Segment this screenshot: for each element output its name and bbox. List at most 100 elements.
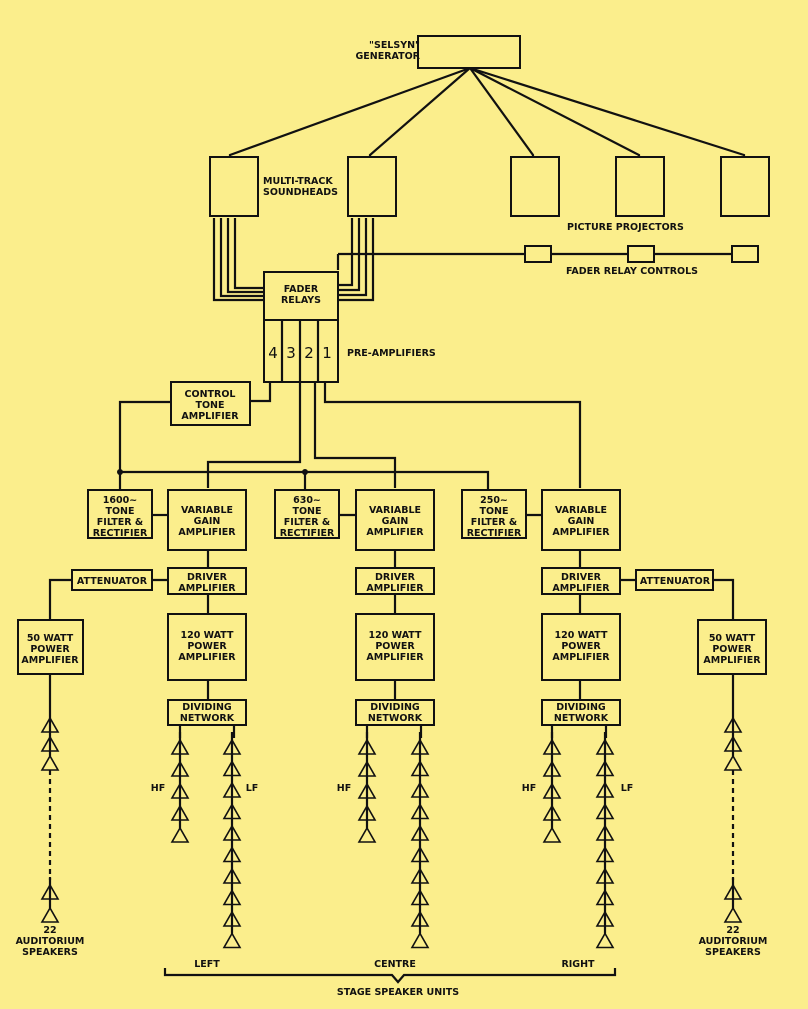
lf-stack-1-speaker-icon: [222, 910, 242, 927]
right-auditorium-label-line-2: AUDITORIUM: [699, 936, 768, 947]
filter-630-label-line-4: RECTIFIER: [280, 528, 335, 539]
soundhead-left-box: [209, 156, 259, 217]
left-driver-label-line-1: DRIVER: [187, 572, 228, 583]
fader-relays-label-line-2: RELAYS: [281, 295, 321, 306]
hf-stack-1-speaker-icon: [170, 826, 190, 843]
right-driver-label-line-2: AMPLIFIER: [552, 583, 610, 594]
hf-stack-2-speaker-icon: [357, 826, 377, 843]
left-driver-amplifier-box: [167, 567, 247, 595]
right-variable-gain-amplifier-box: [541, 489, 621, 551]
left-auditorium-lower-speaker-icon: [40, 883, 60, 900]
left-driver-label-line-2: AMPLIFIER: [178, 583, 236, 594]
left-50w-amplifier-box: [17, 619, 84, 675]
right-track-1: [338, 218, 354, 287]
right-driver-label-line-1: DRIVER: [561, 572, 602, 583]
centre-power-label-line-1: 120 WATT: [369, 630, 423, 641]
fader-relay-control-2: [627, 245, 655, 263]
blocks: [17, 35, 770, 726]
right-hf-label: HF: [522, 783, 536, 794]
filter-1600-label-line-2: TONE: [106, 506, 135, 517]
left-50w-label-line-1: 50 WATT: [27, 633, 74, 644]
centre-driver-amplifier-box: [355, 567, 435, 595]
hf-stack-2-speaker-icon: [357, 760, 377, 777]
filter-630-label-line-1: 630~: [293, 495, 321, 506]
fader-relay-controls-label: FADER RELAY CONTROLS: [566, 266, 698, 277]
right-dividing-label-line-1: DIVIDING: [556, 702, 606, 713]
right-power-amplifier-box: [541, 613, 621, 681]
left-vga-label-line-1: VARIABLE: [181, 505, 233, 516]
right-auditorium-label-line-1: 22: [726, 925, 739, 936]
pre-amplifiers-label: PRE-AMPLIFIERS: [347, 348, 436, 359]
lf-stack-2-speaker-icon: [410, 845, 430, 863]
control-tone-label-line-3: AMPLIFIER: [181, 411, 239, 422]
lf-stack-2-speaker-icon: [410, 888, 430, 906]
soundheads-label-line-2: SOUNDHEADS: [263, 187, 338, 198]
hf-stack-2-speaker-icon: [357, 804, 377, 821]
lf-stack-2-speaker-icon: [410, 910, 430, 927]
lf-stack-1-speaker-icon: [222, 845, 242, 863]
position-left-label: LEFT: [194, 959, 220, 970]
filter-250-label-line-1: 250~: [480, 495, 508, 506]
lf-stack-1-speaker-icon: [222, 802, 242, 820]
soundhead-right-box: [347, 156, 397, 217]
lf-stack-2-speaker-icon: [410, 824, 430, 841]
lf-stack-2-speaker-icon: [410, 931, 430, 949]
centre-vga-label-line-2: GAIN: [382, 516, 409, 527]
left-power-label-line-1: 120 WATT: [181, 630, 235, 641]
hf-stack-1-speaker-icon: [170, 760, 190, 777]
lf-stack-1-speaker-icon: [222, 781, 242, 798]
filter-1600-label-line-4: RECTIFIER: [93, 528, 148, 539]
left-attenuator-label: ATTENUATOR: [77, 576, 148, 587]
left-auditorium-label-line-3: SPEAKERS: [22, 947, 78, 958]
right-lf-label: LF: [621, 783, 634, 794]
right-50w-label-line-3: AMPLIFIER: [703, 655, 761, 666]
left-atten-to-50w: [48, 578, 72, 620]
left-power-label-line-2: POWER: [187, 641, 227, 652]
hf-stack-3-speaker-icon: [542, 804, 562, 821]
right-auditorium-speaker-icon: [723, 735, 743, 752]
selsyn-link-1: [228, 66, 471, 157]
left-track-4: [233, 218, 264, 290]
lf-stack-1-speaker-icon: [222, 931, 242, 949]
lf-stack-3-speaker-icon: [595, 931, 615, 949]
left-auditorium-speaker-icon: [40, 735, 60, 752]
centre-driver-label-line-1: DRIVER: [375, 572, 416, 583]
speaker-stacks: [40, 716, 743, 949]
lf-stack-1-speaker-icon: [222, 759, 242, 777]
left-dividing-label-line-2: NETWORK: [180, 713, 235, 724]
left-attenuator-box: [71, 569, 153, 591]
right-auditorium-speaker-icon: [723, 754, 743, 771]
left-auditorium-speaker-icon: [40, 716, 60, 733]
tone-filter-1600-box: [87, 489, 153, 539]
lf-stack-2-speaker-icon: [410, 867, 430, 884]
right-track-2: [338, 218, 361, 292]
position-right-label: RIGHT: [561, 959, 595, 970]
filter-1600-label-line-3: FILTER &: [97, 517, 143, 528]
channel-number-2: 2: [304, 344, 314, 362]
position-centre-label: CENTRE: [374, 959, 416, 970]
lf-stack-3-speaker-icon: [595, 738, 615, 755]
left-lf-label: LF: [246, 783, 259, 794]
left-50w-label-line-3: AMPLIFIER: [21, 655, 79, 666]
right-driver-amplifier-box: [541, 567, 621, 595]
lf-stack-3-speaker-icon: [595, 910, 615, 927]
lf-stack-3-speaker-icon: [595, 824, 615, 841]
lf-stack-2-speaker-icon: [410, 759, 430, 777]
right-vga-label-line-1: VARIABLE: [555, 505, 607, 516]
channel-number-4: 4: [268, 344, 278, 362]
right-power-label-line-1: 120 WATT: [555, 630, 609, 641]
lf-stack-2-speaker-icon: [410, 802, 430, 820]
projector-box-1: [510, 156, 560, 217]
lf-stack-3-speaker-icon: [595, 781, 615, 798]
centre-vga-label-line-3: AMPLIFIER: [366, 527, 424, 538]
lf-stack-1-speaker-icon: [222, 888, 242, 906]
control-tone-label-line-1: CONTROL: [185, 389, 236, 400]
lf-stack-1-speaker-icon: [222, 867, 242, 884]
soundheads-label-line-1: MULTI-TRACK: [263, 176, 333, 187]
selsyn-label-line-1: "SELSYN": [369, 40, 420, 51]
fader-relay-control-1: [524, 245, 552, 263]
projector-box-2: [615, 156, 665, 217]
preamp-to-control-tone: [250, 382, 272, 403]
centre-driver-label-line-2: AMPLIFIER: [366, 583, 424, 594]
